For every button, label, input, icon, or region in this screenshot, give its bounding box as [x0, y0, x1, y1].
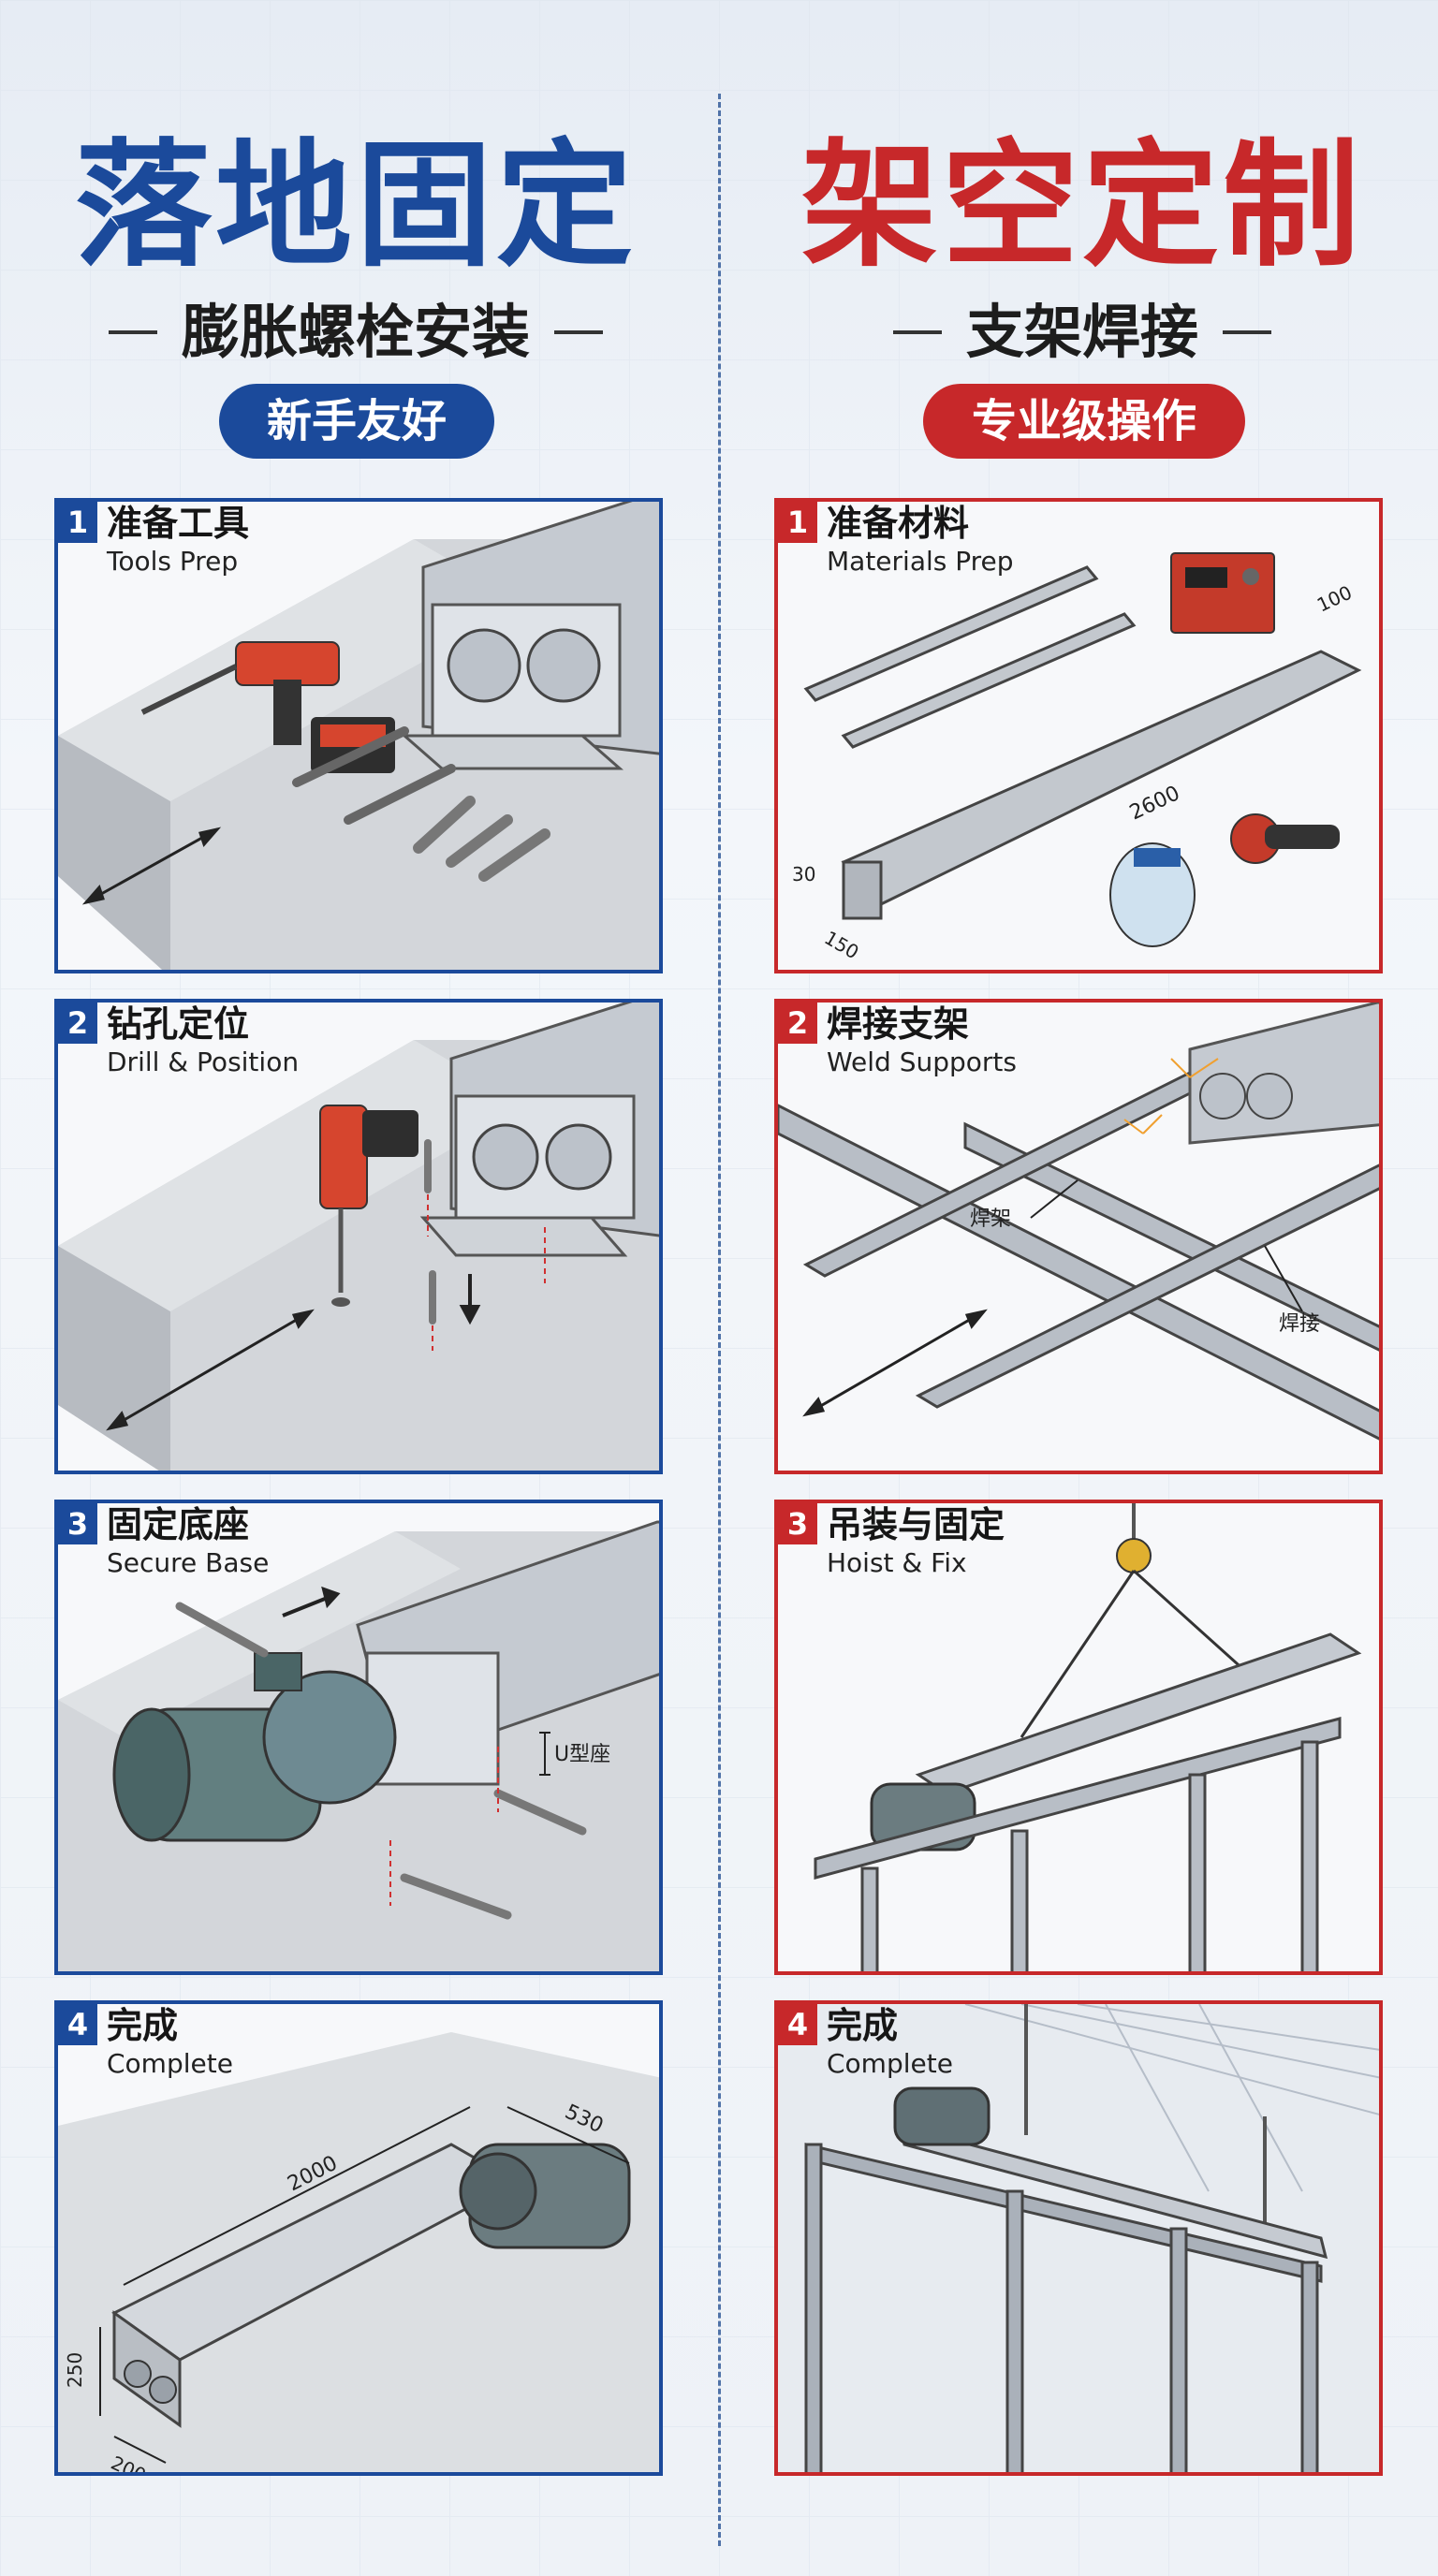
conveyor-end-box — [1188, 1003, 1379, 1145]
step-number: 2 — [778, 1003, 817, 1044]
weld-spark-icon — [1123, 1058, 1219, 1134]
step-number: 1 — [58, 502, 97, 543]
anchor-bolt-icon — [413, 796, 550, 882]
step-subtitle: Tools Prep — [107, 546, 239, 577]
tools-prep-illustration — [58, 502, 659, 970]
motor-icon — [112, 1652, 397, 1842]
left-title: 落地固定 — [75, 126, 637, 285]
right-subtitle: 支架焊接 — [755, 295, 1410, 370]
secure-base-illustration: U型座 — [58, 1520, 659, 1971]
materials-prep-illustration: 100 2600 30 150 — [792, 552, 1362, 964]
conveyor-trough — [915, 1632, 1362, 1795]
subtitle-dash — [892, 330, 942, 334]
left-step-4-panel: 2000 530 250 200 4 完成 Complete — [54, 2000, 663, 2476]
left-subtitle: 膨胀螺栓安装 — [28, 295, 683, 370]
left-subtitle-text: 膨胀螺栓安装 — [181, 298, 530, 366]
wrench-icon — [175, 1602, 587, 1920]
hammer-drill-icon — [319, 1105, 418, 1307]
conveyor-end-box — [419, 1003, 659, 1257]
down-arrow-icon — [459, 1274, 481, 1325]
subtitle-dash — [108, 330, 157, 334]
subtitle-dash — [1223, 330, 1271, 334]
step-title: 完成 — [827, 2005, 899, 2046]
steel-frame — [778, 1057, 1379, 1441]
steel-frame — [804, 2143, 1323, 2472]
anchor-bolt-icon — [424, 1139, 436, 1325]
dimension-line — [99, 2106, 630, 2464]
weld-label-b: 焊接 — [1279, 1312, 1320, 1336]
right-subtitle-text: 支架焊接 — [965, 298, 1198, 366]
hoist-fix-illustration — [814, 1503, 1362, 1971]
welding-mask-icon — [1109, 842, 1196, 947]
step-title: 准备工具 — [107, 503, 250, 544]
elevated-complete-illustration — [778, 2004, 1379, 2472]
step-title: 吊装与固定 — [827, 1504, 1005, 1545]
step-subtitle: Materials Prep — [827, 546, 1014, 577]
weld-label-a: 焊架 — [970, 1208, 1011, 1231]
step-number: 3 — [778, 1503, 817, 1544]
dimension-arrow — [106, 1309, 315, 1431]
step-number: 2 — [58, 1003, 97, 1044]
step-title: 准备材料 — [827, 503, 970, 544]
dimension-arrow — [802, 1309, 988, 1417]
right-step-4-panel: 4 完成 Complete — [774, 2000, 1383, 2476]
right-step-2-panel: 焊架 焊接 2 焊接支架 Weld Supports — [774, 999, 1383, 1474]
step-subtitle: Secure Base — [107, 1547, 270, 1578]
right-step-3-panel: 3 吊装与固定 Hoist & Fix — [774, 1500, 1383, 1975]
hammer-drill-icon — [140, 641, 395, 773]
ceiling-grid — [964, 2004, 1379, 2192]
weld-supports-illustration: 焊架 焊接 — [778, 1003, 1379, 1441]
floor-complete-illustration: 2000 530 250 200 — [58, 2032, 659, 2472]
wrench-icon — [292, 726, 456, 825]
length-dimension: 2600 — [1126, 782, 1183, 825]
left-step-2-panel: 2 钻孔定位 Drill & Position — [54, 999, 663, 1474]
top-dimension: 100 — [1313, 581, 1356, 617]
steel-frame — [814, 1717, 1342, 1971]
step-subtitle: Drill & Position — [107, 1046, 300, 1077]
left-step-3-panel: U型座 3 固定底座 Secure Base — [54, 1500, 663, 1975]
right-step-1-panel: 100 2600 30 150 1 准备材料 Materials Prep — [774, 498, 1383, 973]
step-subtitle: Complete — [107, 2048, 233, 2079]
step-number: 4 — [778, 2004, 817, 2045]
base-annotation: U型座 — [554, 1743, 610, 1766]
conveyor-trough — [111, 2143, 521, 2428]
step-number: 4 — [58, 2004, 97, 2045]
crane-hook-icon — [1116, 1503, 1152, 1573]
welder-icon — [1170, 552, 1275, 634]
step-subtitle: Weld Supports — [827, 1046, 1017, 1077]
height-dimension: 30 — [792, 863, 815, 886]
column-divider — [718, 94, 721, 2546]
step-subtitle: Complete — [827, 2048, 953, 2079]
dimension-bracket — [539, 1732, 550, 1776]
step-number: 3 — [58, 1503, 97, 1544]
step-subtitle: Hoist & Fix — [827, 1547, 967, 1578]
left-badge: 新手友好 — [219, 384, 494, 459]
angle-grinder-icon — [1230, 813, 1340, 864]
height-dimension: 250 — [64, 2352, 86, 2388]
step-title: 固定底座 — [107, 1504, 250, 1545]
steel-beam — [803, 565, 1362, 920]
motor-icon — [459, 2143, 631, 2249]
drill-position-illustration — [58, 1003, 659, 1471]
step-number: 1 — [778, 502, 817, 543]
right-badge: 专业级操作 — [923, 384, 1245, 459]
dimension-arrow — [81, 827, 222, 905]
width-dimension: 150 — [821, 927, 863, 964]
motor-icon — [893, 2086, 990, 2146]
subtitle-dash — [554, 330, 603, 334]
right-title: 架空定制 — [801, 126, 1363, 285]
step-title: 完成 — [107, 2005, 179, 2046]
left-step-1-panel: 1 准备工具 Tools Prep — [54, 498, 663, 973]
step-title: 焊接支架 — [827, 1003, 970, 1045]
conveyor-end-box — [401, 502, 659, 770]
right-arrow-icon — [282, 1586, 341, 1617]
step-title: 钻孔定位 — [107, 1003, 250, 1045]
